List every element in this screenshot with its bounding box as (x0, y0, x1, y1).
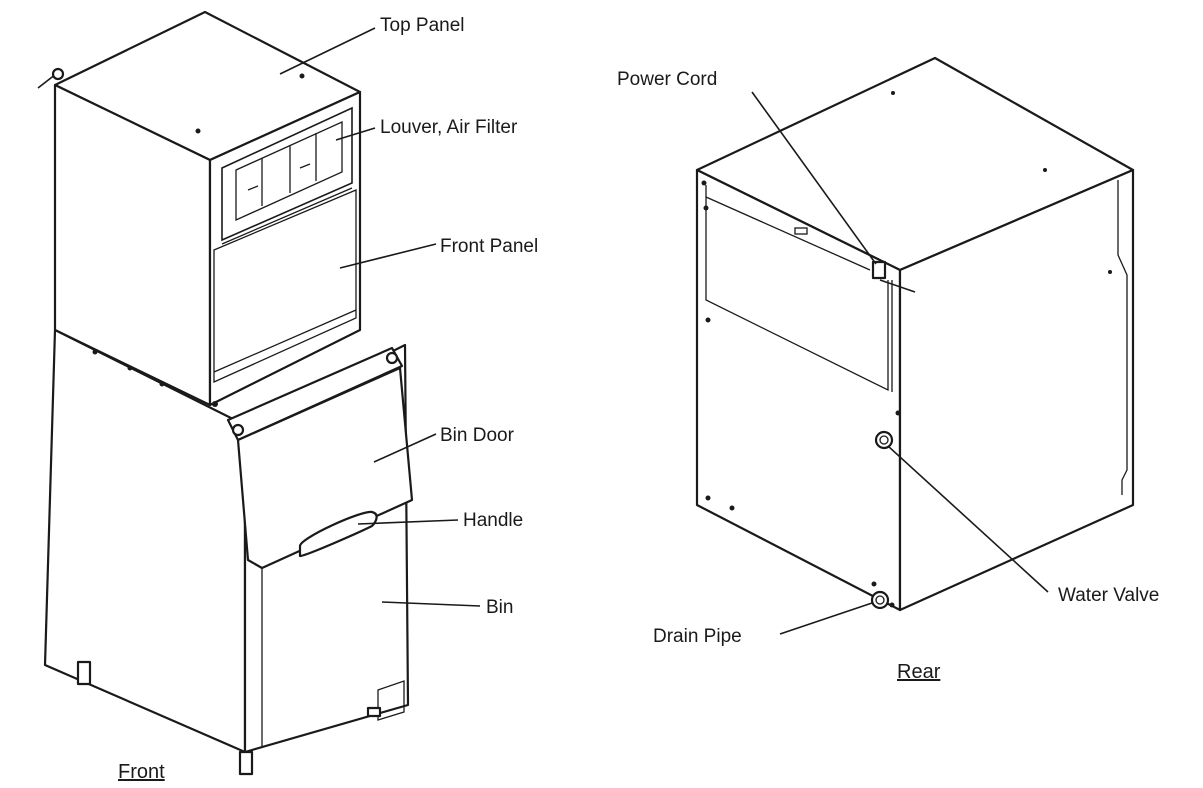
label-front-panel: Front Panel (440, 236, 539, 257)
leader-front-panel (339, 243, 437, 269)
label-bin-door: Bin Door (440, 425, 514, 446)
label-water-valve: Water Valve (1058, 585, 1160, 606)
louver-bottom-trim (221, 187, 353, 245)
leader-water-valve (887, 445, 1049, 593)
power-cord (871, 260, 916, 293)
handle (298, 510, 378, 558)
leader-top-panel (279, 27, 376, 75)
leader-power-cord (751, 91, 877, 265)
front-panel (213, 189, 357, 384)
bin-door-assembly (226, 346, 414, 570)
leader-bin-door (373, 433, 437, 463)
label-top-panel: Top Panel (380, 15, 465, 36)
louver-grille (235, 120, 343, 222)
label-drain-pipe: Drain Pipe (653, 626, 742, 647)
louver-air-filter (221, 106, 353, 242)
leg-front-left (76, 660, 92, 686)
top-left-pipe (37, 67, 65, 89)
leader-louver (335, 127, 376, 141)
louver-slots (247, 133, 317, 206)
leader-drain-pipe (779, 602, 873, 635)
label-handle: Handle (463, 510, 524, 531)
leader-handle (357, 519, 459, 525)
caption-front: Front (118, 761, 165, 783)
drain-pipe (870, 590, 890, 610)
caption-rear: Rear (897, 661, 941, 683)
leg-front-right (238, 750, 254, 776)
water-valve (874, 430, 894, 450)
label-bin: Bin (486, 597, 514, 618)
rear-view (695, 56, 1135, 635)
leg-rear-right (366, 706, 382, 718)
front-view (37, 10, 481, 776)
front-leaders (279, 27, 481, 607)
label-louver-air-filter: Louver, Air Filter (380, 117, 518, 138)
label-power-cord: Power Cord (617, 69, 718, 90)
ice-maker-head (53, 10, 362, 407)
leader-bin (381, 601, 481, 607)
rear-right-side (898, 168, 1135, 612)
rear-leaders (751, 91, 1049, 635)
